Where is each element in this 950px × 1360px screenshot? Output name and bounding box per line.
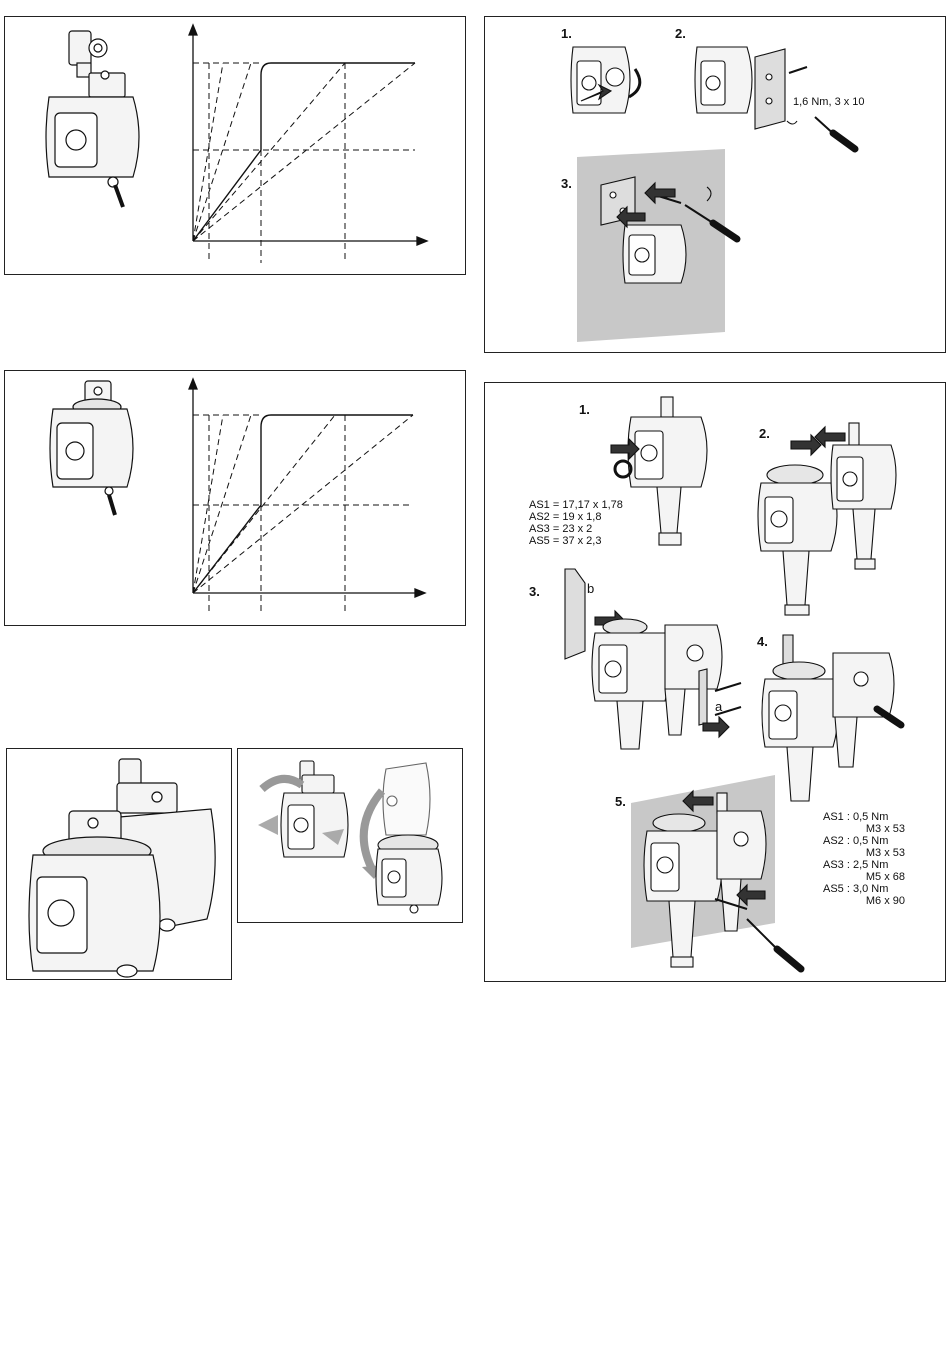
assembly-step-2-label: 2. (759, 427, 770, 440)
assembly-unit-step-1 (611, 397, 707, 545)
torque-table: AS1 : 0,5 Nm M3 x 53 AS2 : 0,5 Nm M3 x 5… (823, 811, 905, 907)
torque-as5-value: AS5 : 3,0 Nm (823, 883, 905, 895)
callout-a: a (715, 701, 722, 713)
mounting-steps-svg (485, 17, 946, 353)
valve-without-coil-illustration (50, 381, 133, 515)
torque-as5-screw: M6 x 90 (823, 895, 905, 907)
oring-size-as1: AS1 = 17,17 x 1,78 (529, 499, 623, 511)
mounting-step-2-label: 2. (675, 27, 686, 40)
assembly-step-5-label: 5. (615, 795, 626, 808)
torque-as1-value: AS1 : 0,5 Nm (823, 811, 905, 823)
graph-curves (193, 63, 415, 263)
valve-pair-svg (7, 749, 232, 980)
mounting-step-3-label: 3. (561, 177, 572, 190)
assembly-units-step-2 (758, 423, 896, 615)
mounting-torque-label: 1,6 Nm, 3 x 10 (793, 96, 865, 108)
torque-as3-value: AS3 : 2,5 Nm (823, 859, 905, 871)
assembly-step-3 (565, 569, 741, 749)
figure-mounting-steps: 1. 2. 3. 1,6 Nm, 3 x 10 (484, 16, 946, 353)
assembly-step-1-label: 1. (579, 403, 590, 416)
rotate-valve-illustration (258, 761, 442, 913)
valve-graph-bottom-svg (5, 371, 466, 626)
figure-valve-pair (6, 748, 232, 980)
torque-as1-screw: M3 x 53 (823, 823, 905, 835)
graph-curves-bottom (193, 415, 413, 611)
valve-with-coil-illustration (46, 31, 139, 207)
valve-graph-top-svg (5, 17, 466, 275)
torque-as2-screw: M3 x 53 (823, 847, 905, 859)
graph-axes-bottom (189, 379, 425, 597)
mounting-step-1-label: 1. (561, 27, 572, 40)
callout-b: b (587, 583, 594, 595)
assembly-step-4 (762, 635, 901, 801)
figure-assembly-steps: 1. 2. 3. 4. 5. AS1 = 17,17 x 1,78 AS2 = … (484, 382, 946, 982)
assembly-step-3-label: 3. (529, 585, 540, 598)
torque-as3-screw: M5 x 68 (823, 871, 905, 883)
figure-valve-graph-top (4, 16, 466, 275)
valve-pair-illustration (29, 759, 215, 977)
assembly-step-4-label: 4. (757, 635, 768, 648)
assembly-step-5 (644, 791, 801, 969)
oring-size-as3: AS3 = 23 x 2 (529, 523, 623, 535)
torque-as2-value: AS2 : 0,5 Nm (823, 835, 905, 847)
oring-size-as2: AS2 = 19 x 1,8 (529, 511, 623, 523)
figure-rotate-valve (237, 748, 463, 923)
oring-size-as5: AS5 = 37 x 2,3 (529, 535, 623, 547)
unit-step-1 (571, 47, 640, 113)
figure-valve-graph-bottom (4, 370, 466, 626)
oring-size-list: AS1 = 17,17 x 1,78 AS2 = 19 x 1,8 AS3 = … (529, 499, 623, 547)
rotate-valve-svg (238, 749, 463, 923)
graph-axes (189, 25, 427, 245)
